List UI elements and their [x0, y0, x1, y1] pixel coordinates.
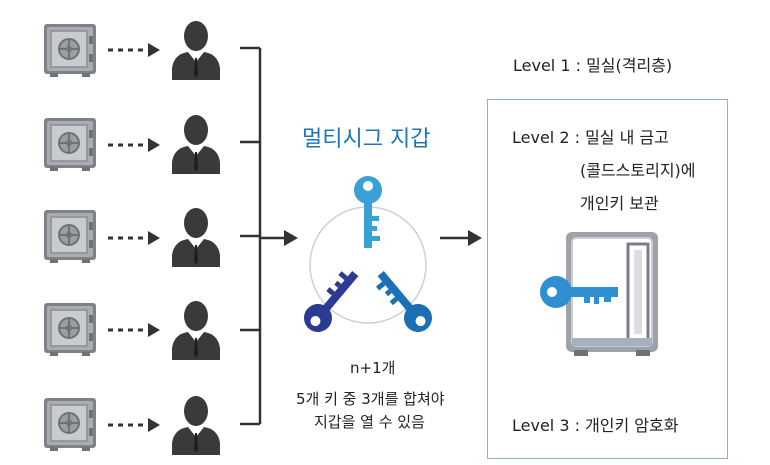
arrow-head	[284, 230, 298, 246]
level-1-label: Level 1 : 밀실(격리층)	[513, 56, 673, 75]
person-icon	[172, 396, 220, 455]
person-icon	[172, 208, 220, 267]
caption-line: 지갑을 열 수 있음	[314, 413, 425, 431]
safe-icon	[43, 397, 97, 452]
person-icon	[172, 21, 220, 80]
level-2-label: (콜드스토리지)에	[580, 161, 696, 180]
bracket-connector	[240, 46, 284, 426]
arrow-head	[148, 138, 160, 152]
level-2-label: Level 2 : 밀실 내 금고	[512, 128, 669, 147]
arrow-head	[468, 230, 482, 246]
safe-icon	[43, 302, 97, 357]
key-icon	[540, 276, 618, 308]
diagram-title: 멀티시그 지갑	[302, 127, 431, 152]
caption-line: 5개 키 중 3개를 합쳐야	[296, 390, 445, 408]
key-icon	[369, 264, 438, 338]
key-icon	[354, 176, 382, 248]
safe-icon	[43, 23, 97, 78]
arrow-head	[148, 323, 160, 337]
level-2-label: 개인키 보관	[580, 194, 659, 213]
arrow-head	[148, 231, 160, 245]
person-icon	[172, 301, 220, 360]
person-icon	[172, 115, 220, 174]
safe-icon	[43, 117, 97, 172]
safe-icon	[43, 209, 97, 264]
arrow-head	[148, 418, 160, 432]
secure-room-panel	[487, 99, 728, 459]
level-3-label: Level 3 : 개인키 암호화	[512, 416, 679, 435]
key-icon	[298, 264, 367, 338]
arrow-head	[148, 43, 160, 57]
key-count-label: n+1개	[350, 359, 396, 377]
